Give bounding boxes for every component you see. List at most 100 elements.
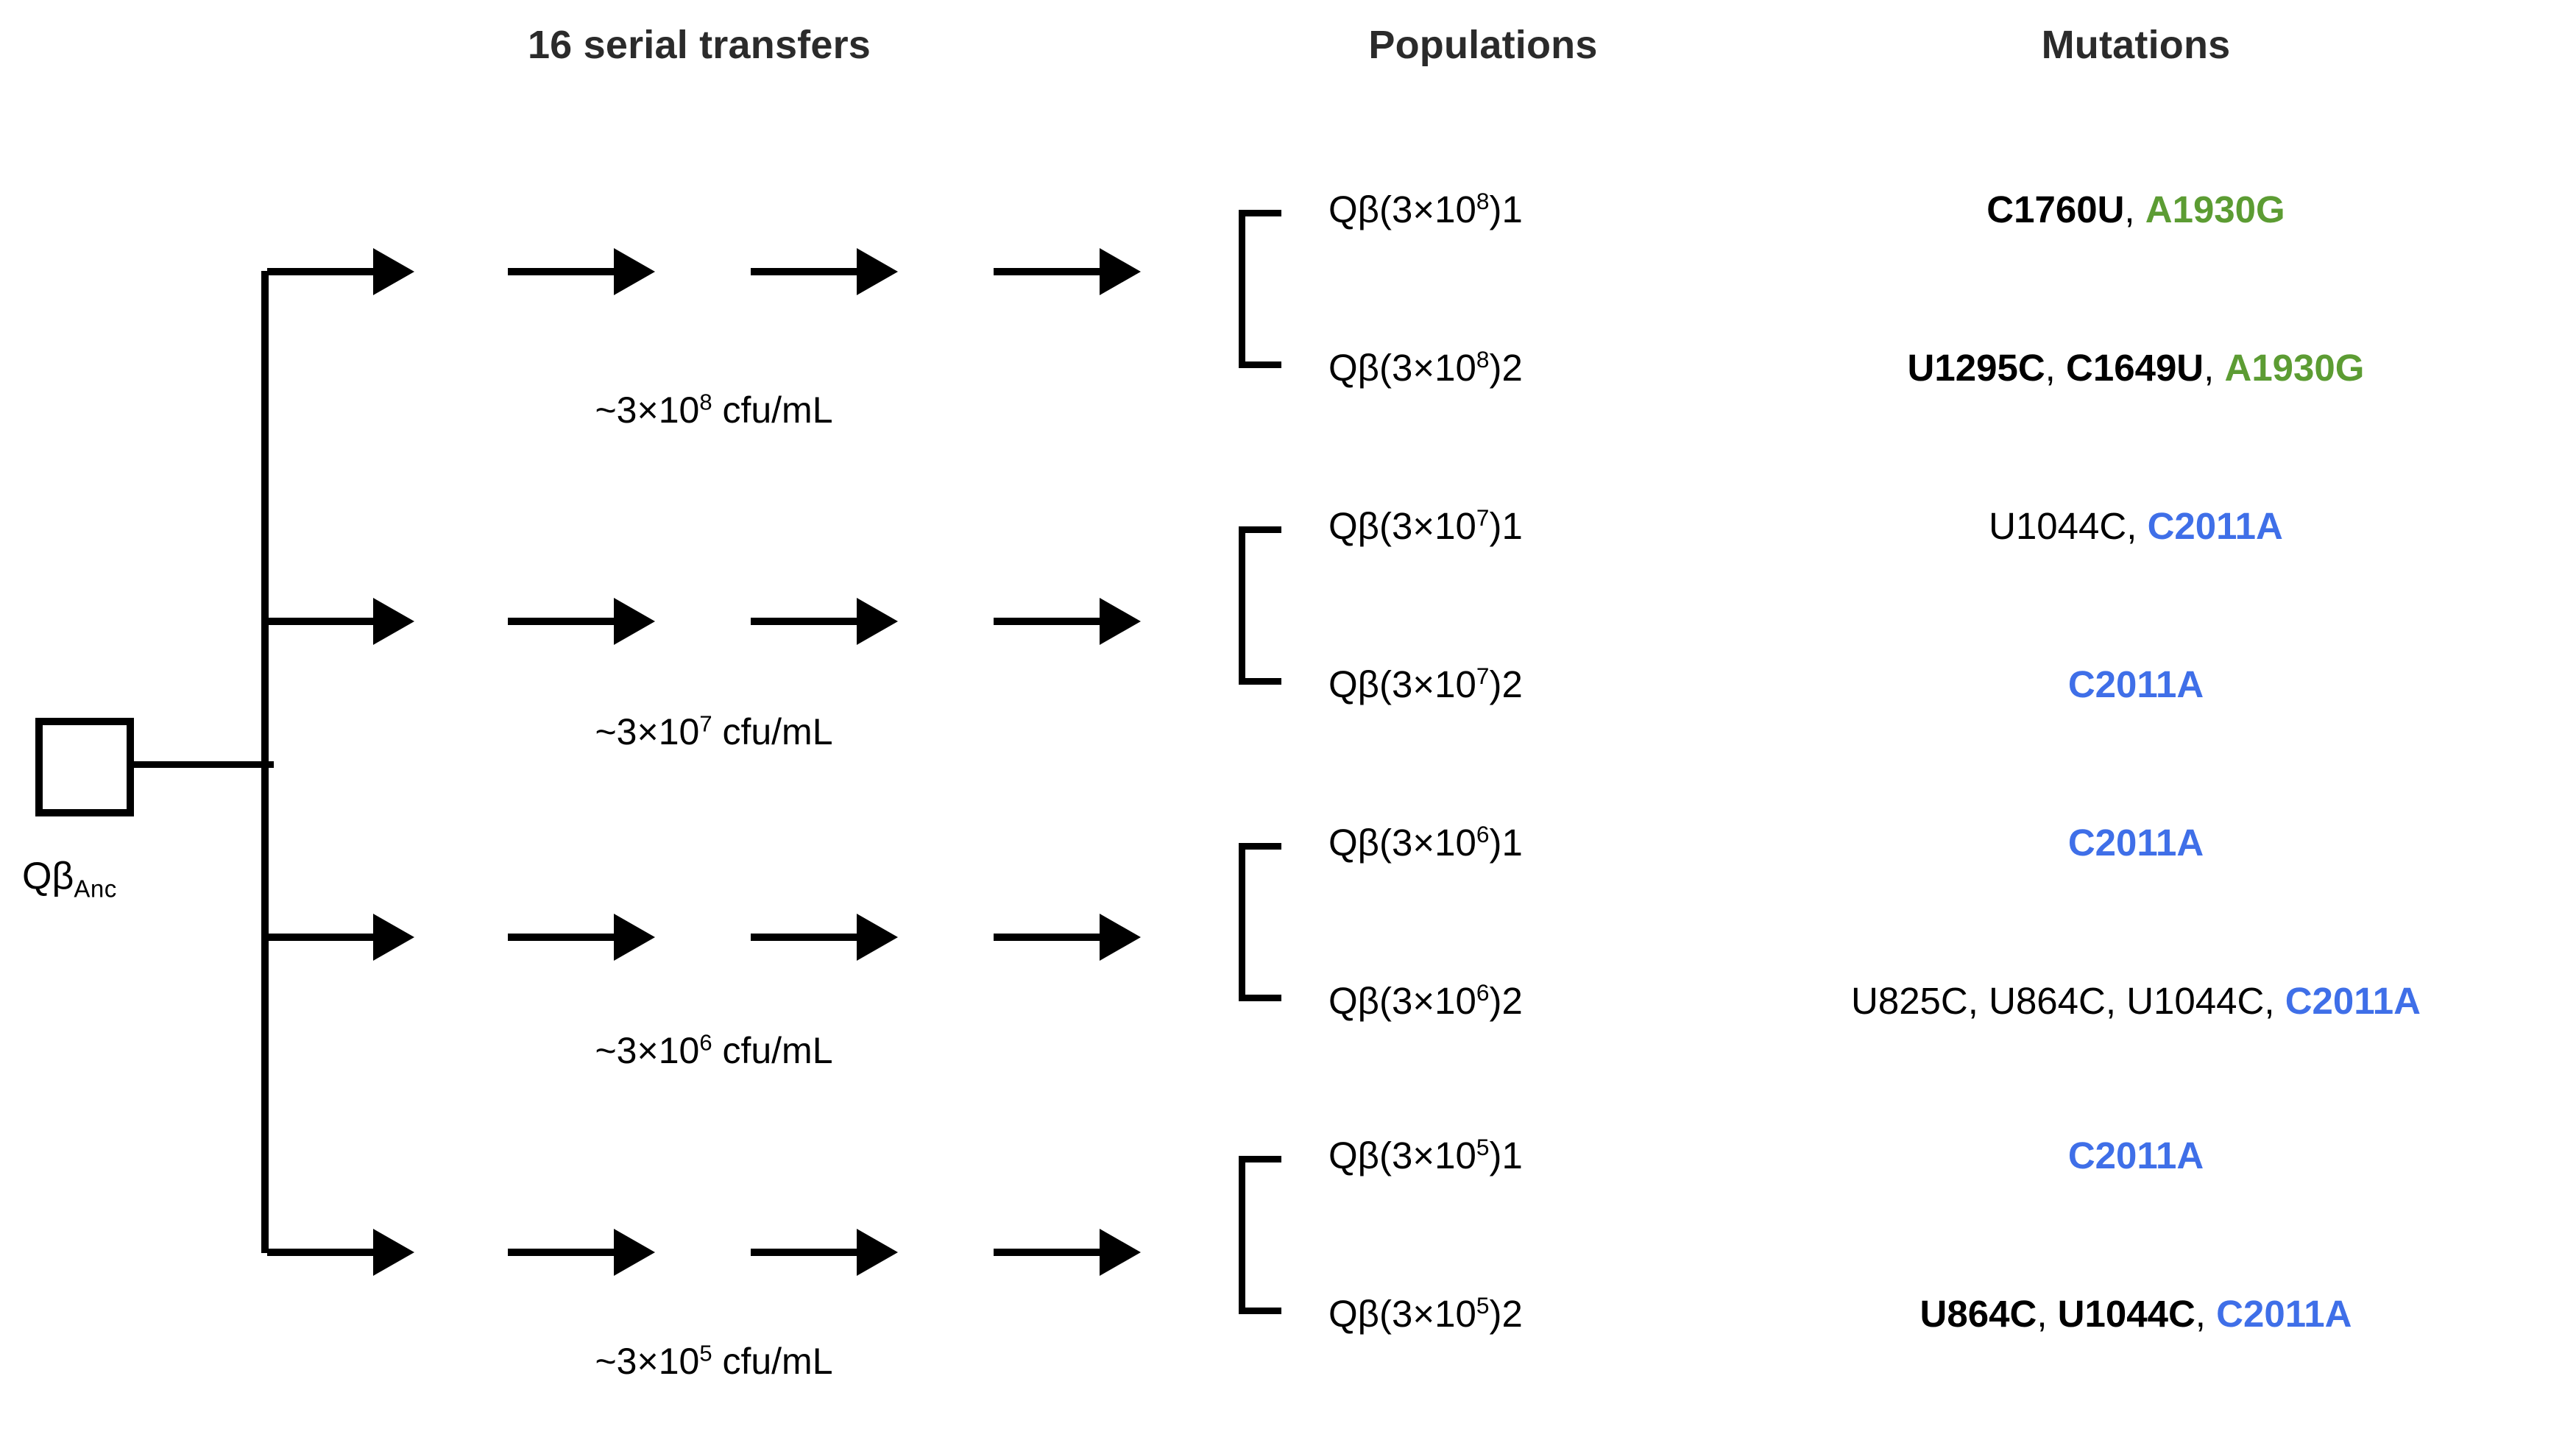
mutation-list: C2011A (2068, 1134, 2204, 1177)
mutation-separator: , (1967, 980, 1989, 1022)
population-name-suffix: )2 (1489, 347, 1523, 389)
population-exponent: 7 (1476, 663, 1490, 689)
population-name-suffix: )1 (1489, 822, 1523, 864)
population-exponent: 6 (1476, 821, 1490, 847)
population-name-suffix: )1 (1489, 505, 1523, 547)
transfer-arrow-row (0, 588, 1251, 654)
mutation-green: A1930G (2145, 188, 2285, 230)
mutation-bold: C1649U (2066, 347, 2204, 389)
mutation-separator: , (2264, 980, 2285, 1022)
population-name-prefix: Qβ(3×10 (1328, 505, 1476, 547)
mutation-list: U1044C, C2011A (1989, 504, 2283, 548)
mutation-blue: C2011A (2147, 505, 2283, 547)
cfu-base: ~3×10 (595, 389, 700, 431)
transfer-arrow-icon (508, 1218, 655, 1285)
population-label: Qβ(3×107)1 (1328, 504, 1523, 548)
population-label: Qβ(3×106)1 (1328, 821, 1523, 864)
ancestor-name: Qβ (22, 855, 74, 897)
transfer-arrow-icon (508, 588, 655, 654)
mutation-list: C2011A (2068, 821, 2204, 864)
transfer-arrow-icon (994, 903, 1141, 970)
mutation-blue: C2011A (2285, 980, 2421, 1022)
mutation-bold: U1044C (2057, 1293, 2195, 1335)
population-label: Qβ(3×108)1 (1328, 188, 1523, 231)
population-exponent: 5 (1476, 1292, 1490, 1319)
cfu-concentration-label: ~3×107 cfu/mL (412, 710, 1016, 753)
population-group-bracket (1239, 1156, 1281, 1314)
population-group-bracket (1239, 210, 1281, 368)
population-name-suffix: )1 (1489, 1135, 1523, 1176)
population-name-suffix: )2 (1489, 663, 1523, 705)
cfu-exponent: 6 (699, 1029, 712, 1056)
mutation-separator: , (2126, 505, 2148, 547)
tree-stem (134, 761, 274, 768)
transfer-arrow-icon (994, 588, 1141, 654)
mutation-separator: , (2045, 347, 2067, 389)
cfu-exponent: 5 (699, 1340, 712, 1366)
mutation-list: U825C, U864C, U1044C, C2011A (1851, 979, 2421, 1023)
header-serial-transfers: 16 serial transfers (527, 23, 871, 67)
mutation-plain: U1044C (2126, 980, 2265, 1022)
mutation-plain: U864C (1989, 980, 2106, 1022)
transfer-arrow-row (0, 903, 1251, 970)
cfu-concentration-label: ~3×105 cfu/mL (412, 1340, 1016, 1383)
transfer-arrow-icon (994, 238, 1141, 304)
cfu-unit: cfu/mL (712, 1030, 833, 1071)
transfer-arrow-icon (267, 903, 414, 970)
population-label: Qβ(3×108)2 (1328, 346, 1523, 389)
mutation-plain: U1044C (1989, 505, 2127, 547)
population-group-bracket (1239, 843, 1281, 1001)
tree-trunk (261, 271, 269, 1253)
transfer-arrow-icon (508, 903, 655, 970)
mutation-separator: , (2195, 1293, 2217, 1335)
cfu-exponent: 8 (699, 389, 712, 415)
ancestor-box (35, 718, 134, 816)
population-name-prefix: Qβ(3×10 (1328, 1135, 1476, 1176)
cfu-base: ~3×10 (595, 1030, 700, 1071)
transfer-arrow-icon (994, 1218, 1141, 1285)
cfu-base: ~3×10 (595, 711, 700, 752)
cfu-concentration-label: ~3×108 cfu/mL (412, 389, 1016, 431)
ancestor-subscript: Anc (74, 875, 117, 903)
mutation-separator: , (2204, 347, 2225, 389)
population-label: Qβ(3×105)1 (1328, 1134, 1523, 1177)
mutation-bold: U1295C (1907, 347, 2045, 389)
header-populations: Populations (1368, 23, 1598, 67)
population-exponent: 7 (1476, 504, 1490, 531)
cfu-unit: cfu/mL (712, 1341, 833, 1382)
mutation-blue: C2011A (2067, 663, 2204, 705)
transfer-arrow-icon (508, 238, 655, 304)
mutation-separator: , (2105, 980, 2127, 1022)
population-label: Qβ(3×105)2 (1328, 1292, 1523, 1336)
population-exponent: 6 (1476, 979, 1490, 1006)
population-label: Qβ(3×106)2 (1328, 979, 1523, 1023)
mutation-blue: C2011A (2216, 1293, 2352, 1335)
header-mutations: Mutations (2041, 23, 2231, 67)
mutation-list: C1760U, A1930G (1986, 188, 2285, 231)
mutation-plain: U825C (1851, 980, 1968, 1022)
transfer-arrow-icon (267, 588, 414, 654)
population-name-suffix: )1 (1489, 188, 1523, 230)
transfer-arrow-row (0, 238, 1251, 304)
population-name-suffix: )2 (1489, 1293, 1523, 1335)
transfer-arrow-row (0, 1218, 1251, 1285)
transfer-arrow-icon (751, 903, 898, 970)
mutation-bold: U864C (1919, 1293, 2037, 1335)
cfu-unit: cfu/mL (712, 389, 833, 431)
population-name-prefix: Qβ(3×10 (1328, 188, 1476, 230)
mutation-blue: C2011A (2067, 1135, 2204, 1176)
cfu-concentration-label: ~3×106 cfu/mL (412, 1029, 1016, 1072)
cfu-base: ~3×10 (595, 1341, 700, 1382)
transfer-arrow-icon (751, 238, 898, 304)
mutation-separator: , (2124, 188, 2145, 230)
cfu-unit: cfu/mL (712, 711, 833, 752)
population-name-prefix: Qβ(3×10 (1328, 980, 1476, 1022)
cfu-exponent: 7 (699, 710, 712, 737)
population-name-suffix: )2 (1489, 980, 1523, 1022)
transfer-arrow-icon (751, 588, 898, 654)
population-exponent: 8 (1476, 346, 1490, 373)
mutation-separator: , (2037, 1293, 2058, 1335)
mutation-blue: C2011A (2067, 822, 2204, 864)
population-name-prefix: Qβ(3×10 (1328, 663, 1476, 705)
